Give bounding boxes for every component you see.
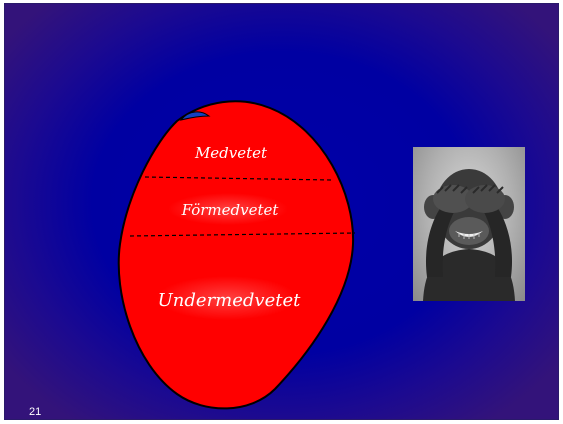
divider-line-upper xyxy=(144,176,332,181)
mind-layers-diagram: Medvetet Förmedvetet Undermedvetet xyxy=(117,100,356,410)
egg-tip xyxy=(179,111,211,121)
slide: Medvetet Förmedvetet Undermedvetet xyxy=(4,3,559,420)
preconscious-glow xyxy=(168,193,288,225)
unconscious-glow xyxy=(157,276,297,320)
page-number: 21 xyxy=(29,406,42,418)
label-unconscious: Undermedvetet xyxy=(158,290,301,311)
divider-line-lower xyxy=(129,232,356,237)
label-conscious: Medvetet xyxy=(194,144,268,162)
monkey-covering-eyes-image xyxy=(413,147,525,301)
mind-egg-shape xyxy=(117,100,355,410)
label-preconscious: Förmedvetet xyxy=(181,201,280,219)
